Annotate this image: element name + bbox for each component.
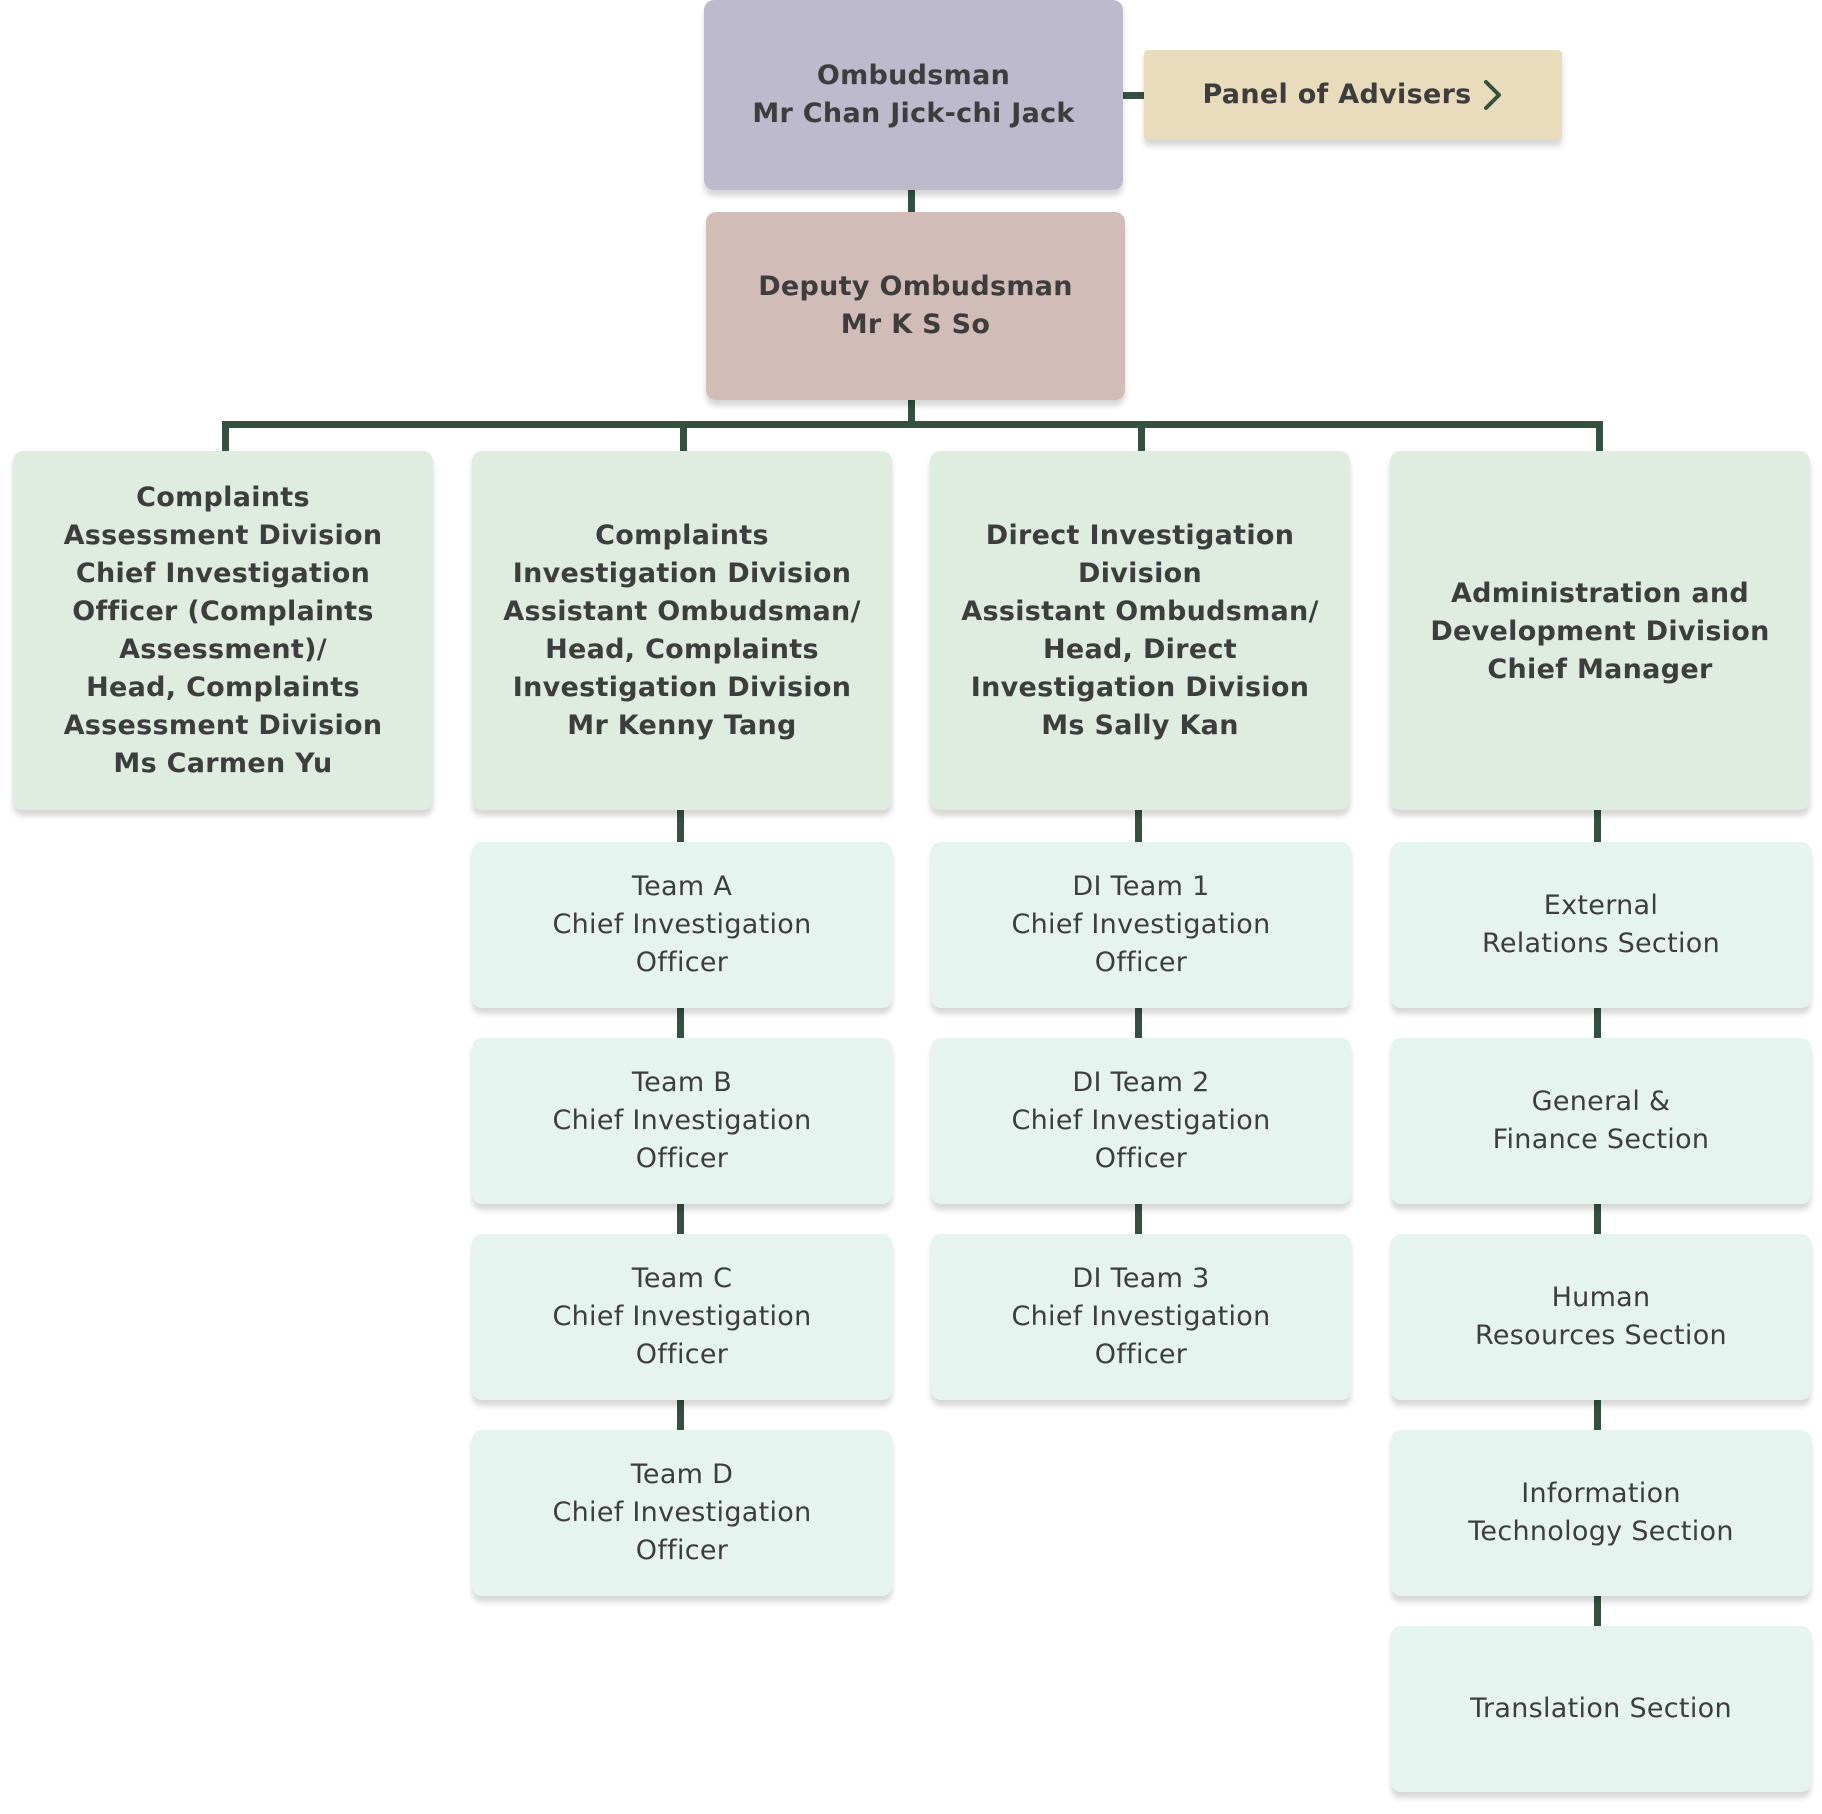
unit-line: Chief Investigation (552, 1497, 812, 1528)
division-line: Assessment)/ (119, 633, 327, 665)
connector-ombudsman-deputy (908, 190, 915, 212)
division-administration-development[interactable]: Administration and Development Division … (1390, 451, 1810, 810)
division-line: Complaints (595, 519, 769, 551)
panel-of-advisers-label: Panel of Advisers (1202, 79, 1472, 110)
unit-line: General & (1531, 1086, 1671, 1117)
unit-di-team-3[interactable]: DI Team 3 Chief Investigation Officer (931, 1234, 1351, 1400)
unit-line: Officer (1094, 1143, 1188, 1174)
division-line: Administration and (1450, 578, 1750, 609)
connector-drop-div4 (1596, 421, 1603, 451)
division-line: Head, Complaints (545, 633, 819, 665)
division-line: Mr Kenny Tang (567, 709, 797, 741)
division-line: Chief Manager (1487, 654, 1713, 685)
unit-team-a[interactable]: Team A Chief Investigation Officer (472, 842, 892, 1008)
division-line: Development Division (1430, 616, 1770, 647)
division-direct-investigation[interactable]: Direct Investigation Division Assistant … (930, 451, 1350, 810)
unit-external-relations-section[interactable]: External Relations Section (1391, 842, 1811, 1008)
unit-team-b[interactable]: Team B Chief Investigation Officer (472, 1038, 892, 1204)
unit-general-finance-section[interactable]: General & Finance Section (1391, 1038, 1811, 1204)
division-line: Investigation Division (970, 671, 1310, 703)
division-line: Investigation Division (512, 671, 852, 703)
unit-line: Chief Investigation (1011, 1301, 1271, 1332)
connector-drop-div1 (222, 421, 229, 451)
division-line: Head, Direct (1043, 633, 1237, 665)
division-line: Assessment Division (63, 709, 383, 741)
division-line: Officer (Complaints (72, 595, 374, 627)
unit-line: Chief Investigation (1011, 1105, 1271, 1136)
unit-line: Officer (635, 1339, 729, 1370)
division-line: Division (1077, 557, 1203, 589)
unit-line: Chief Investigation (552, 909, 812, 940)
unit-line: Translation Section (1470, 1693, 1732, 1724)
deputy-ombudsman-box[interactable]: Deputy Ombudsman Mr K S So (706, 212, 1125, 400)
connector-column-div3 (1135, 810, 1142, 1246)
division-line: Investigation Division (512, 557, 852, 589)
unit-line: Team D (630, 1459, 734, 1490)
connector-division-bus (222, 421, 1603, 428)
ombudsman-title: Ombudsman (816, 60, 1011, 91)
division-line: Chief Investigation (75, 557, 371, 589)
unit-line: Officer (1094, 1339, 1188, 1370)
division-line: Assistant Ombudsman/ (961, 595, 1319, 627)
division-line: Assessment Division (63, 519, 383, 551)
unit-line: DI Team 3 (1072, 1263, 1210, 1294)
deputy-name: Mr K S So (840, 309, 991, 340)
unit-line: Technology Section (1468, 1516, 1734, 1547)
panel-of-advisers-button[interactable]: Panel of Advisers (1144, 50, 1562, 140)
unit-information-technology-section[interactable]: Information Technology Section (1391, 1430, 1811, 1596)
deputy-title: Deputy Ombudsman (758, 271, 1073, 302)
unit-translation-section[interactable]: Translation Section (1391, 1626, 1811, 1792)
unit-line: Resources Section (1475, 1320, 1727, 1351)
unit-team-d[interactable]: Team D Chief Investigation Officer (472, 1430, 892, 1596)
division-line: Ms Sally Kan (1041, 709, 1239, 741)
unit-line: Officer (635, 1535, 729, 1566)
unit-line: Relations Section (1482, 928, 1720, 959)
unit-line: Chief Investigation (552, 1105, 812, 1136)
connector-ombudsman-panel (1120, 92, 1144, 99)
division-line: Assistant Ombudsman/ (503, 595, 861, 627)
unit-human-resources-section[interactable]: Human Resources Section (1391, 1234, 1811, 1400)
unit-line: Team A (631, 871, 733, 902)
ombudsman-name: Mr Chan Jick-chi Jack (752, 98, 1075, 129)
unit-di-team-2[interactable]: DI Team 2 Chief Investigation Officer (931, 1038, 1351, 1204)
unit-line: Human (1551, 1282, 1651, 1313)
division-line: Direct Investigation (985, 519, 1295, 551)
unit-line: Chief Investigation (552, 1301, 812, 1332)
connector-drop-div2 (680, 421, 687, 451)
division-line: Head, Complaints (86, 671, 360, 703)
unit-line: External (1543, 890, 1659, 921)
unit-line: Team B (631, 1067, 733, 1098)
unit-line: Team C (631, 1263, 733, 1294)
connector-deputy-bus (908, 400, 915, 424)
division-complaints-investigation[interactable]: Complaints Investigation Division Assist… (472, 451, 892, 810)
unit-line: Chief Investigation (1011, 909, 1271, 940)
chevron-right-icon (1483, 80, 1501, 110)
unit-di-team-1[interactable]: DI Team 1 Chief Investigation Officer (931, 842, 1351, 1008)
unit-line: Officer (635, 1143, 729, 1174)
unit-team-c[interactable]: Team C Chief Investigation Officer (472, 1234, 892, 1400)
unit-line: Officer (1094, 947, 1188, 978)
division-line: Complaints (136, 481, 310, 513)
unit-line: Information (1521, 1478, 1681, 1509)
unit-line: DI Team 1 (1072, 871, 1210, 902)
unit-line: Officer (635, 947, 729, 978)
division-line: Ms Carmen Yu (113, 747, 333, 779)
ombudsman-box[interactable]: Ombudsman Mr Chan Jick-chi Jack (704, 0, 1123, 190)
connector-column-div4 (1594, 810, 1601, 1636)
division-complaints-assessment[interactable]: Complaints Assessment Division Chief Inv… (13, 451, 433, 810)
connector-drop-div3 (1138, 421, 1145, 451)
unit-line: Finance Section (1492, 1124, 1710, 1155)
unit-line: DI Team 2 (1072, 1067, 1210, 1098)
